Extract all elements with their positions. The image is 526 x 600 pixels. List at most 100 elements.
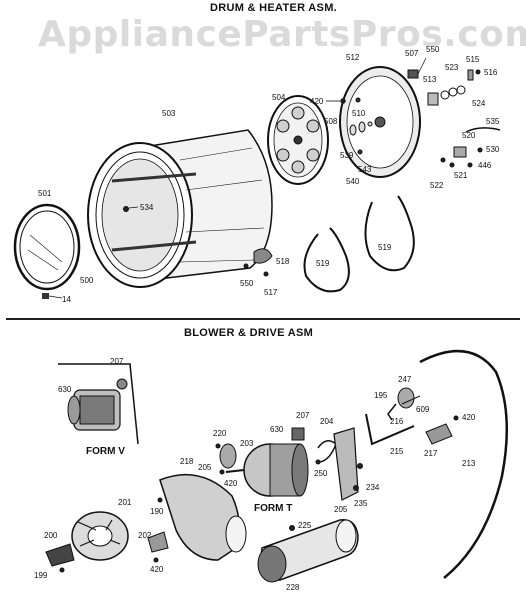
- part-label: 508: [324, 117, 338, 126]
- part-label: 550: [240, 279, 254, 288]
- part-label: 522: [430, 181, 444, 190]
- part-label: 420: [150, 565, 164, 574]
- part-label: 518: [276, 257, 290, 266]
- part-label: 515: [466, 55, 480, 64]
- part-label: 507: [405, 49, 419, 58]
- part-label: 217: [424, 449, 438, 458]
- seal-washers-523: [440, 85, 466, 100]
- part-label: 543: [358, 165, 372, 174]
- part-label: 516: [484, 68, 498, 77]
- part-label: 420: [462, 413, 476, 422]
- screw-420-top: [326, 98, 346, 104]
- clamp-202: [147, 531, 169, 563]
- motor-form-v: [67, 378, 128, 431]
- part-label: 207: [296, 411, 310, 420]
- part-label: 535: [486, 117, 500, 126]
- part-label: 207: [110, 357, 124, 366]
- part-label: 519: [378, 243, 392, 252]
- part-label: 534: [140, 203, 154, 212]
- drum-hub-washers: [349, 121, 373, 136]
- part-label: 521: [454, 171, 468, 180]
- screw-cluster-521: [440, 157, 473, 168]
- part-label: 225: [298, 521, 312, 530]
- part-label: 539: [340, 151, 354, 160]
- part-label: 630: [58, 385, 72, 394]
- part-label: 420: [224, 479, 238, 488]
- screw-190: [157, 497, 163, 503]
- drive-belt-519-left: [303, 227, 350, 293]
- part-label: 201: [118, 498, 132, 507]
- motor-switch-207: [291, 427, 305, 441]
- part-label: 504: [272, 93, 286, 102]
- part-label: 235: [354, 499, 368, 508]
- form-t-label: FORM T: [254, 503, 293, 514]
- drive-belt-519-right: [364, 195, 415, 272]
- blower-drive-title: BLOWER & DRIVE ASM: [184, 327, 314, 339]
- part-label: 215: [390, 447, 404, 456]
- part-label: 213: [462, 459, 476, 468]
- part-label: 200: [44, 531, 58, 540]
- part-label: 510: [352, 109, 366, 118]
- motor-pulley-203: [215, 443, 237, 475]
- part-label: 228: [286, 583, 300, 592]
- thermostat-assembly: [407, 57, 439, 106]
- part-label: 523: [445, 63, 459, 72]
- part-label: 14: [62, 295, 71, 304]
- motor-mount-bracket-205: [333, 427, 363, 501]
- drum-cylinder: [87, 129, 273, 288]
- form-v-label: FORM V: [86, 446, 125, 457]
- section-divider: [6, 318, 520, 320]
- part-label: 503: [162, 109, 176, 118]
- idler-bracket-217: [425, 415, 459, 445]
- part-label: 220: [213, 429, 227, 438]
- blower-wheel-201: [71, 511, 129, 561]
- blower-housing-218: [159, 473, 247, 561]
- bracket-200: [45, 543, 75, 573]
- idler-arm-215: [365, 413, 415, 446]
- part-label: 524: [472, 99, 486, 108]
- drive-belt-213: [419, 349, 509, 579]
- part-labels-top: 501 500 14 503 534 504 508 512 507 550 5…: [38, 45, 500, 304]
- part-label: 234: [366, 483, 380, 492]
- part-label: 247: [398, 375, 412, 384]
- part-label: 218: [180, 457, 194, 466]
- part-label: 205: [198, 463, 212, 472]
- pin-515: [467, 69, 481, 81]
- drum-heater-title: DRUM & HEATER ASM.: [210, 2, 338, 14]
- watermark-text: AppliancePartsPros.com: [38, 14, 526, 55]
- part-label: 202: [138, 531, 152, 540]
- part-label: 199: [34, 571, 48, 580]
- part-label: 203: [240, 439, 254, 448]
- sensor-wire-535: [465, 127, 501, 133]
- part-label: 512: [346, 53, 360, 62]
- part-label: 420: [310, 97, 324, 106]
- wire-harness-204: [315, 440, 337, 465]
- part-label: 517: [264, 288, 278, 297]
- part-label: 190: [150, 507, 164, 516]
- part-label: 204: [320, 417, 334, 426]
- part-labels-bottom: 207 630 220 203 205 420 630 218 190 201 …: [34, 357, 476, 592]
- idler-pulley-assembly: [387, 387, 421, 421]
- motor-form-t: [225, 443, 309, 497]
- heater-housing: [339, 66, 421, 178]
- part-label: 520: [462, 131, 476, 140]
- part-label: 250: [314, 469, 328, 478]
- form-v-frame: [58, 363, 139, 445]
- part-label: 501: [38, 189, 52, 198]
- part-label: 630: [270, 425, 284, 434]
- part-label: 540: [346, 177, 360, 186]
- part-label: 205: [334, 505, 348, 514]
- part-label: 530: [486, 145, 500, 154]
- part-label: 609: [416, 405, 430, 414]
- idler-bracket-518: [243, 248, 273, 277]
- screw-534: [123, 206, 139, 212]
- part-label: 195: [374, 391, 388, 400]
- clip-part-14: [42, 293, 63, 299]
- part-label: 550: [426, 45, 440, 54]
- front-drum-seal-ring: [13, 203, 81, 291]
- part-label: 513: [423, 75, 437, 84]
- part-label: 216: [390, 417, 404, 426]
- drum-nut-520: [453, 146, 483, 158]
- part-label: 446: [478, 161, 492, 170]
